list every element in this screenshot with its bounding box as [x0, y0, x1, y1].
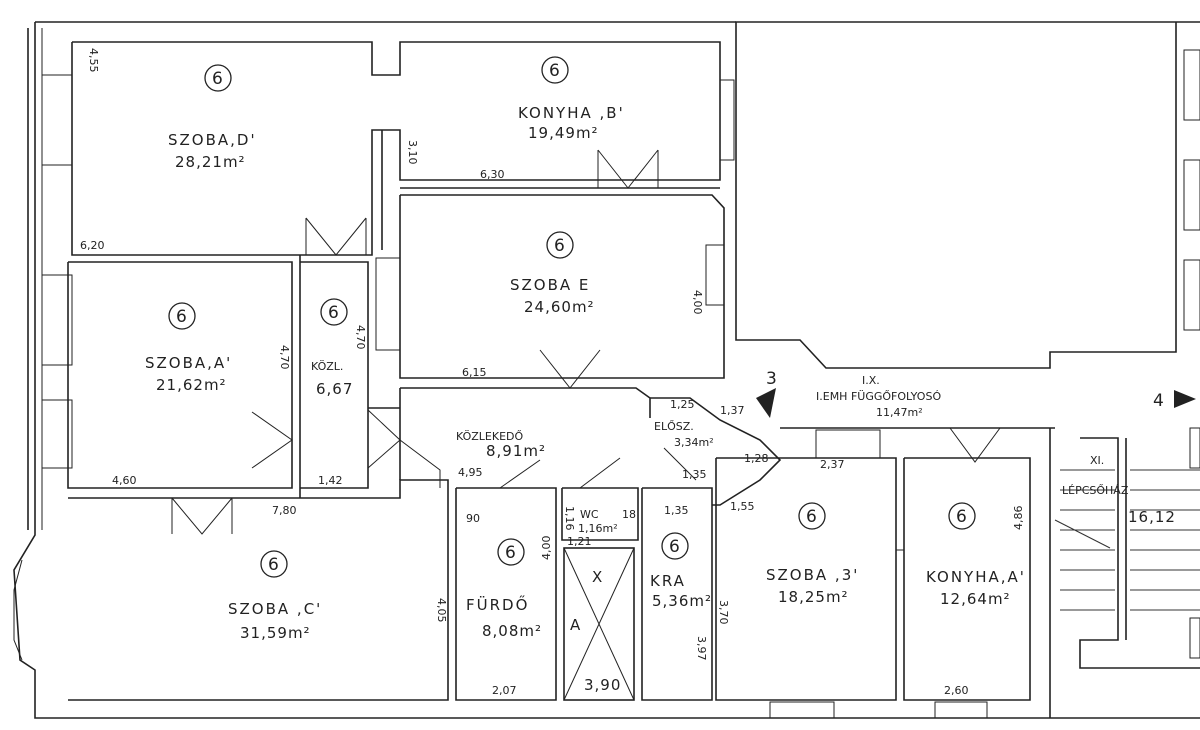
room-konyha-b-num: 6 [549, 61, 560, 81]
dim-4-70-b: 4,70 [354, 325, 367, 350]
room-lepcso-roman: XI. [1090, 454, 1104, 467]
room-lepcso-name: LÉPCSŐHÁZ [1062, 483, 1129, 497]
room-wc-area: 1,16m² [578, 522, 618, 535]
entry-3-arrow [756, 388, 776, 418]
room-szoba-3-area: 18,25m² [778, 588, 849, 606]
dim-1-21: 1,21 [567, 535, 592, 548]
room-szoba-c-name: SZOBA ,C' [228, 600, 322, 618]
dim-3-70: 3,70 [717, 600, 730, 625]
dim-1-55: 1,55 [730, 500, 755, 513]
room-konyha-b-name: KONYHA ,B' [518, 104, 625, 122]
dim-7-80: 7,80 [272, 504, 297, 517]
room-lepcso-area: 16,12 [1128, 508, 1176, 526]
room-futo-area: 11,47m² [876, 406, 923, 419]
dim-90: 90 [466, 512, 480, 525]
dim-4-05: 4,05 [435, 598, 448, 623]
dim-1-25: 1,25 [670, 398, 695, 411]
room-futo-name: I.EMH FÜGGŐFOLYOSÓ [816, 389, 941, 403]
room-szoba-c-num: 6 [268, 555, 279, 575]
room-number-circles [168, 56, 976, 578]
room-kozl-area: 6,67 [316, 380, 353, 398]
dim-4-00: 4,00 [691, 290, 704, 315]
room-furdo-name: FÜRDŐ [466, 594, 529, 614]
shaft-mark-a: A [570, 616, 581, 634]
room-szoba-c-area: 31,59m² [240, 624, 311, 642]
doors [171, 149, 1001, 535]
dimension-labels: 4,55 6,20 3,10 6,30 4,00 4,70 4,70 6,15 … [80, 48, 1025, 697]
dim-3-10: 3,10 [406, 140, 419, 165]
dim-6-30: 6,30 [480, 168, 505, 181]
dim-4-86: 4,86 [1012, 506, 1025, 531]
shaft-dim: 3,90 [584, 676, 621, 694]
interior-walls [67, 41, 1055, 719]
dim-2-37: 2,37 [820, 458, 845, 471]
dim-1-16: 1,16 [563, 506, 576, 531]
room-kozlekedo-area: 8,91m² [486, 442, 546, 460]
room-szoba-d-name: SZOBA,D' [168, 131, 257, 149]
room-konyha-a-name: KONYHA,A' [926, 568, 1026, 586]
dim-4-55: 4,55 [87, 48, 100, 73]
room-kra-area: 5,36m² [652, 592, 712, 610]
dim-2-60: 2,60 [944, 684, 969, 697]
dim-1-35-b: 1,35 [664, 504, 689, 517]
room-konyha-b-area: 19,49m² [528, 124, 599, 142]
room-furdo-area: 8,08m² [482, 622, 542, 640]
room-szoba-a-name: SZOBA,A' [145, 354, 232, 372]
staircase [1049, 427, 1200, 718]
right-windows [1183, 49, 1200, 331]
dim-2-07: 2,07 [492, 684, 517, 697]
room-kozlekedo-name: KÖZLEKEDŐ [456, 429, 524, 443]
left-windows [13, 74, 73, 661]
shaft-mark-x: X [592, 568, 603, 586]
entry-3-label: 3 [766, 369, 777, 389]
dim-6-15: 6,15 [462, 366, 487, 379]
room-szoba-3-num: 6 [806, 507, 817, 527]
room-konyha-a-area: 12,64m² [940, 590, 1011, 608]
dim-4-95: 4,95 [458, 466, 483, 479]
room-szoba-e-name: SZOBA E [510, 276, 590, 294]
dim-3-97: 3,97 [695, 636, 708, 661]
entry-4-arrow [1174, 390, 1196, 408]
dim-1-37: 1,37 [720, 404, 745, 417]
room-wc-name: WC [580, 508, 599, 521]
room-futo-roman: I.X. [862, 374, 880, 387]
room-labels: 6 SZOBA,D' 28,21m² 6 KONYHA ,B' 19,49m² … [145, 61, 1176, 694]
room-szoba-a-area: 21,62m² [156, 376, 227, 394]
dim-1-28: 1,28 [744, 452, 769, 465]
room-furdo-num: 6 [505, 543, 516, 563]
room-szoba-e-area: 24,60m² [524, 298, 595, 316]
dim-1-35-a: 1,35 [682, 468, 707, 481]
entry-4-label: 4 [1153, 391, 1164, 411]
entry-markers: 3 4 [756, 369, 1196, 418]
room-szoba-a-num: 6 [176, 307, 187, 327]
dim-4-60: 4,60 [112, 474, 137, 487]
room-kozl-num: 6 [328, 303, 339, 323]
room-szoba-3-name: SZOBA ,3' [766, 566, 859, 584]
room-kra-num: 6 [669, 537, 680, 557]
dim-4-00-b: 4,00 [540, 536, 553, 561]
room-kra-name: KRA [650, 572, 686, 590]
room-szoba-d-num: 6 [212, 69, 223, 89]
room-eloszoba-area: 3,34m² [674, 436, 714, 449]
dim-1-42: 1,42 [318, 474, 343, 487]
room-eloszoba-name: ELŐSZ. [654, 419, 694, 433]
room-szoba-e-num: 6 [554, 236, 565, 256]
room-kozl-name: KÖZL. [311, 360, 343, 373]
dim-18: 18 [622, 508, 636, 521]
dim-4-70-a: 4,70 [278, 345, 291, 370]
room-konyha-a-num: 6 [956, 507, 967, 527]
room-szoba-d-area: 28,21m² [175, 153, 246, 171]
dim-6-20: 6,20 [80, 239, 105, 252]
